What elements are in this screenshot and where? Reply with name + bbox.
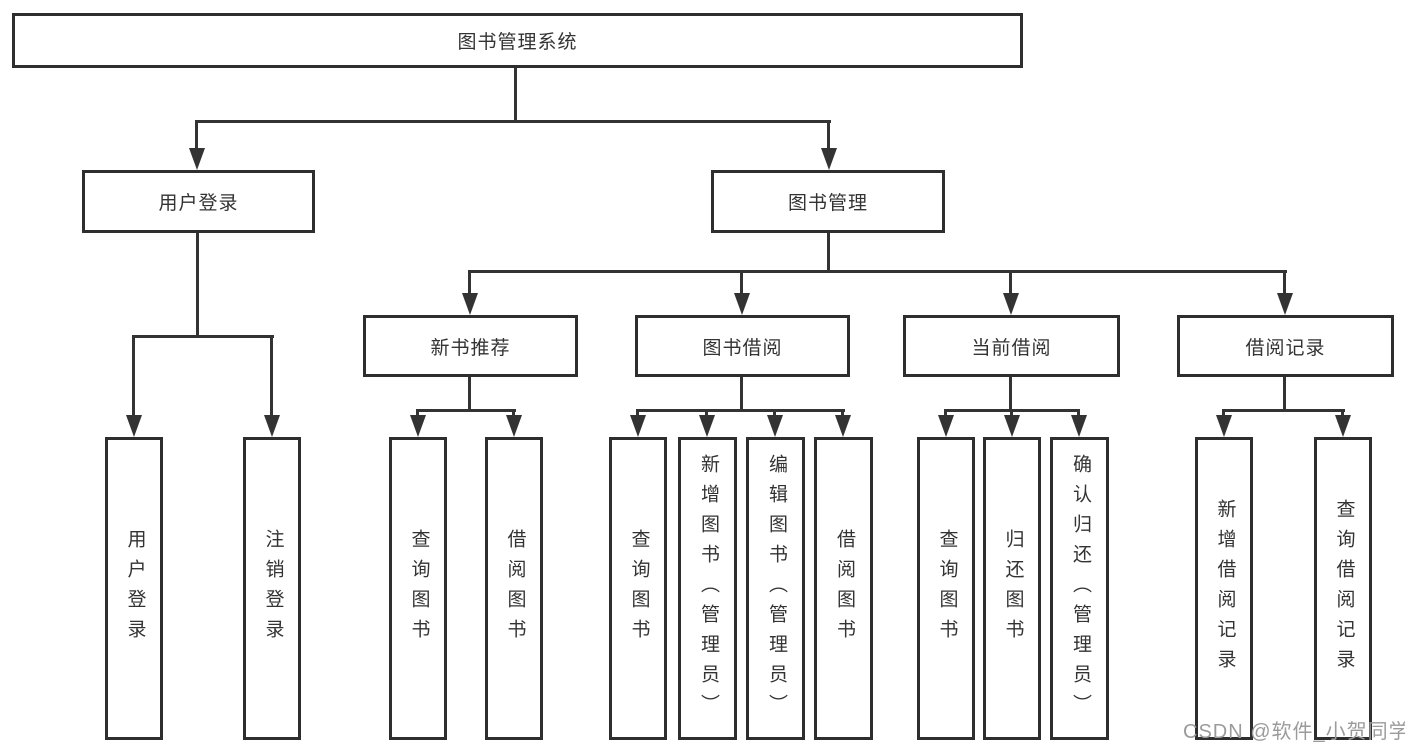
connector-group-hline [1223, 409, 1345, 412]
leaf-query-books: 查询图书 [917, 437, 975, 740]
node-label: 图书管理 [787, 193, 868, 214]
node-user-login: 用户登录 [82, 170, 315, 233]
leaf-user-login: 用户登录 [105, 437, 163, 740]
arrow-down-icon [1003, 293, 1019, 315]
leaf-label: 查询图书 [408, 528, 430, 649]
leaf-add-books-admin: 新增图书（管理员） [678, 437, 737, 740]
connector-leaf-stem [705, 409, 708, 417]
leaf-label: 查询借阅记录 [1333, 498, 1355, 679]
csdn-watermark: CSDN @软件_小贺同学 [1183, 721, 1405, 743]
arrow-down-icon [821, 148, 837, 170]
node-label: 图书借阅 [702, 337, 783, 359]
arrow-down-icon [1335, 415, 1351, 437]
leaf-query-books: 查询图书 [389, 437, 447, 740]
connector-group-stem [1009, 270, 1012, 295]
leaf-edit-books-admin: 编辑图书（管理员） [746, 437, 805, 740]
connector-group-stem [1283, 270, 1286, 295]
connector-group-down [1283, 377, 1286, 409]
arrow-down-icon [938, 415, 954, 437]
leaf-query-borrow-record: 查询借阅记录 [1314, 437, 1372, 740]
node-label: 图书管理系统 [457, 32, 578, 53]
connector-group-stem [468, 270, 471, 295]
leaf-label: 编辑图书（管理员） [765, 453, 787, 724]
leaf-borrow-books: 借阅图书 [485, 437, 543, 740]
connector-leaf-stem [841, 409, 844, 417]
node-current-borrow: 当前借阅 [903, 315, 1120, 377]
node-book-borrow: 图书借阅 [635, 315, 850, 377]
leaf-label: 用户登录 [124, 528, 146, 649]
node-borrow-records: 借阅记录 [1177, 315, 1394, 377]
connector-group-hline [417, 409, 516, 412]
leaf-confirm-return-admin: 确认归还（管理员） [1050, 437, 1109, 740]
connector-leaf-stem [944, 409, 947, 417]
leaf-label: 借阅图书 [504, 528, 526, 649]
connector-leaf-stem [1341, 409, 1344, 417]
connector-root-stem [514, 66, 517, 120]
arrow-down-icon [1277, 293, 1293, 315]
connector-level1-hline [196, 120, 831, 123]
arrow-down-icon [506, 415, 522, 437]
arrow-down-icon [410, 415, 426, 437]
arrow-down-icon [835, 415, 851, 437]
leaf-label: 查询图书 [628, 528, 650, 649]
connector-group-down [468, 377, 471, 409]
connector-leaf-stem [636, 409, 639, 417]
leaf-query-books: 查询图书 [609, 437, 667, 740]
leaf-label: 确认归还（管理员） [1069, 453, 1091, 724]
arrow-down-icon [767, 415, 783, 437]
leaf-label: 借阅图书 [833, 528, 855, 649]
connector-user-login-hline [133, 335, 274, 338]
arrow-down-icon [189, 148, 205, 170]
connector-leaf-stem [512, 409, 515, 417]
leaf-label: 查询图书 [936, 528, 958, 649]
node-label: 新书推荐 [430, 337, 511, 359]
node-book-management: 图书管理 [711, 170, 945, 233]
connector-group-down [1009, 377, 1012, 409]
arrow-down-icon [630, 415, 646, 437]
connector-leaf-stem [1077, 409, 1080, 417]
node-label: 用户登录 [158, 193, 239, 214]
leaf-return-books: 归还图书 [983, 437, 1041, 740]
connector-level3-hline [469, 270, 1287, 273]
arrow-down-icon [1071, 415, 1087, 437]
connector-leaf-stem [1010, 409, 1013, 417]
connector-leaf-stem [416, 409, 419, 417]
leaf-label: 新增借阅记录 [1214, 498, 1236, 679]
node-label: 借阅记录 [1245, 337, 1326, 359]
node-label: 当前借阅 [971, 337, 1052, 359]
connector-book-mgmt-down [827, 233, 830, 270]
connector-group-stem [740, 270, 743, 295]
leaf-label: 注销登录 [262, 528, 284, 649]
connector-group-hline [637, 409, 845, 412]
arrow-down-icon [462, 293, 478, 315]
arrow-down-icon [699, 415, 715, 437]
connector-group-down [740, 377, 743, 409]
leaf-borrow-books: 借阅图书 [814, 437, 873, 740]
connector-leaf-stem [270, 335, 273, 416]
connector-leaf-stem [1222, 409, 1225, 417]
leaf-logout: 注销登录 [243, 437, 301, 740]
arrow-down-icon [126, 415, 142, 437]
arrow-down-icon [1216, 415, 1232, 437]
leaf-add-borrow-record: 新增借阅记录 [1195, 437, 1253, 740]
connector-user-login-down [196, 233, 199, 335]
connector-book-mgmt-stem [827, 120, 830, 152]
node-library-system: 图书管理系统 [12, 13, 1023, 68]
leaf-label: 新增图书（管理员） [697, 453, 719, 724]
connector-leaf-stem [132, 335, 135, 416]
connector-user-login-stem [195, 120, 198, 152]
connector-leaf-stem [773, 409, 776, 417]
arrow-down-icon [1004, 415, 1020, 437]
node-new-book-recommend: 新书推荐 [363, 315, 578, 377]
leaf-label: 归还图书 [1002, 528, 1024, 649]
arrow-down-icon [734, 293, 750, 315]
arrow-down-icon [264, 415, 280, 437]
